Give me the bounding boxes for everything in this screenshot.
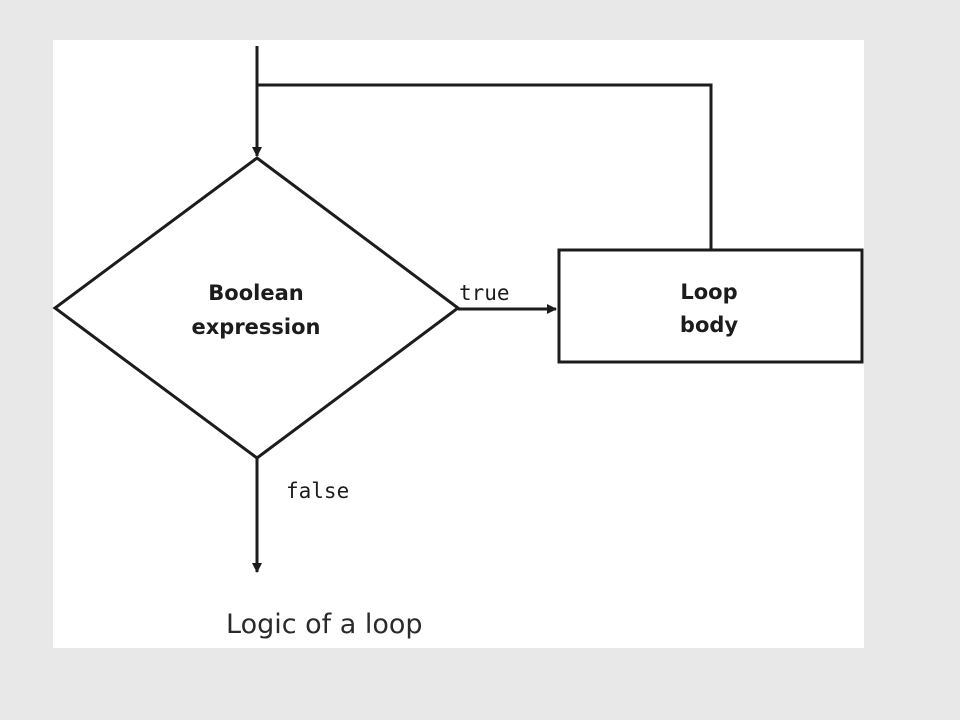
true-edge-label: true — [459, 281, 510, 305]
loop-body-box — [557, 248, 864, 364]
loop-back-connector — [257, 83, 713, 249]
false-edge-label: false — [286, 479, 349, 503]
decision-label-line1: Boolean — [208, 281, 303, 305]
figure-caption: Logic of a loop — [226, 609, 423, 640]
decision-label-line2: expression — [192, 315, 321, 339]
loop-body-label-line1: Loop — [680, 280, 737, 304]
decision-diamond — [52, 156, 461, 460]
loop-body-label-line2: body — [680, 313, 738, 337]
